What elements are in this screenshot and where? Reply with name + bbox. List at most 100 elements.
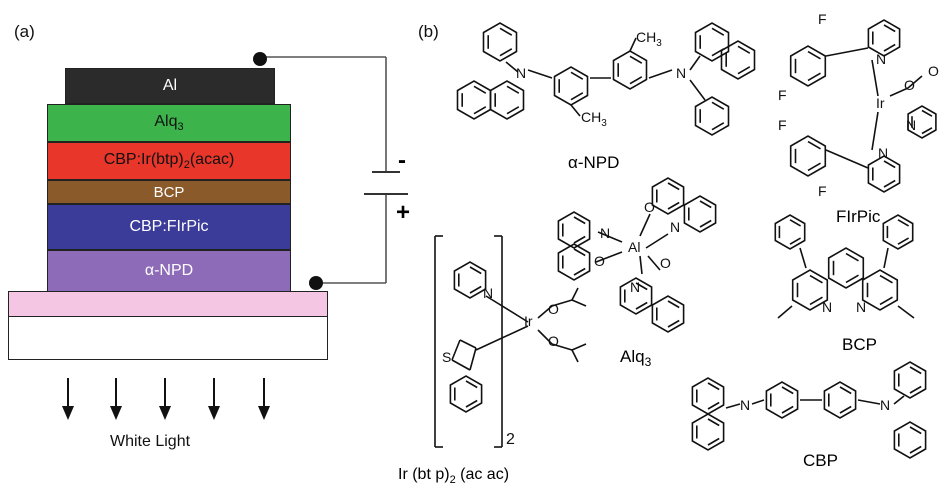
double-bond bbox=[629, 76, 643, 85]
firpic-n: N bbox=[906, 117, 916, 133]
bond bbox=[825, 149, 869, 169]
double-bond bbox=[707, 382, 720, 391]
battery-minus: - bbox=[398, 147, 406, 174]
bcp-n: N bbox=[856, 299, 866, 315]
bond bbox=[648, 69, 673, 79]
cbp-ring bbox=[765, 381, 799, 419]
double-bond bbox=[781, 405, 794, 414]
double-bond bbox=[465, 380, 478, 389]
bond bbox=[645, 233, 669, 249]
double-bond bbox=[789, 237, 801, 245]
double-bond bbox=[883, 179, 896, 188]
panel-a-label: (a) bbox=[14, 22, 35, 41]
layer-alq3: Alq3 bbox=[47, 104, 291, 142]
bond bbox=[639, 255, 643, 275]
label-cbp: CBP bbox=[803, 451, 838, 470]
firpic-f: F bbox=[818, 11, 827, 27]
cbp-n: N bbox=[740, 397, 750, 413]
bond bbox=[689, 55, 701, 71]
irbtp-ring bbox=[449, 375, 483, 413]
bond bbox=[571, 287, 579, 301]
terminal-bottom bbox=[309, 276, 323, 290]
irbtp-o: O bbox=[548, 301, 559, 317]
label-alq3: Alq3 bbox=[620, 347, 652, 369]
double-bond bbox=[781, 386, 794, 395]
double-bond bbox=[667, 201, 680, 210]
bond bbox=[629, 37, 637, 52]
npd-ring bbox=[482, 22, 518, 62]
double-bond bbox=[807, 140, 821, 150]
bond bbox=[527, 69, 553, 79]
double-bond bbox=[883, 160, 896, 169]
double-bond bbox=[711, 101, 725, 110]
bond bbox=[893, 395, 905, 405]
npd-ring bbox=[720, 40, 756, 80]
double-bond bbox=[570, 92, 584, 101]
bond bbox=[647, 255, 661, 271]
bond bbox=[751, 399, 765, 405]
label-bcp: BCP bbox=[842, 335, 877, 354]
double-bond bbox=[897, 219, 909, 227]
double-bond bbox=[879, 296, 893, 306]
cbp-n: N bbox=[880, 397, 890, 413]
alq3-n: N bbox=[600, 225, 610, 241]
double-bond bbox=[839, 405, 852, 414]
double-bond bbox=[707, 401, 720, 410]
double-bond bbox=[921, 127, 933, 135]
double-bond bbox=[921, 109, 933, 117]
double-bond bbox=[883, 43, 896, 52]
firpic-ring bbox=[867, 19, 901, 57]
alq3-o: O bbox=[644, 199, 655, 215]
double-bond bbox=[711, 122, 725, 131]
bond bbox=[857, 399, 881, 405]
bond bbox=[571, 299, 587, 307]
firpic-n: N bbox=[878, 145, 888, 161]
bcp-ring bbox=[774, 214, 806, 250]
double-bond bbox=[469, 266, 482, 275]
bcp-ring bbox=[791, 269, 829, 311]
cbp-ring bbox=[823, 381, 857, 419]
layer-alq3-label: Alq3 bbox=[154, 112, 184, 134]
bcp-ring bbox=[861, 269, 899, 311]
double-bond bbox=[909, 385, 922, 394]
double-bond bbox=[879, 274, 893, 284]
cbp-ring bbox=[893, 421, 927, 459]
layer-al-label: Al bbox=[162, 77, 178, 94]
alq3-o: O bbox=[660, 255, 671, 271]
firpic-ring bbox=[789, 45, 827, 87]
npd-ring bbox=[489, 80, 525, 120]
alq3-ring bbox=[651, 177, 685, 215]
npd-n-right: N bbox=[676, 65, 686, 81]
double-bond bbox=[737, 45, 751, 54]
panel-b-label: (b) bbox=[418, 22, 439, 41]
bond bbox=[871, 59, 879, 97]
bond bbox=[459, 339, 477, 349]
substrate-base bbox=[8, 316, 328, 360]
alq3-ring bbox=[651, 295, 685, 333]
bond bbox=[639, 213, 651, 237]
molecule-bonds bbox=[434, 19, 937, 459]
alq3-al: Al bbox=[628, 239, 640, 255]
irbtp-o: O bbox=[548, 333, 559, 349]
npd-methyl-bottom: CH3 bbox=[581, 109, 607, 129]
double-bond bbox=[573, 267, 586, 276]
double-bond bbox=[845, 274, 859, 284]
irbtp-n: N bbox=[483, 285, 493, 301]
double-bond bbox=[699, 219, 712, 228]
light-arrow-head bbox=[258, 406, 270, 420]
terminal-top bbox=[253, 52, 267, 66]
double-bond bbox=[809, 274, 823, 284]
layer-cbp-firpic-label: CBP:FIrPic bbox=[129, 218, 209, 235]
bcp-n: N bbox=[822, 299, 832, 315]
double-bond bbox=[499, 27, 513, 36]
bond bbox=[889, 87, 909, 97]
alq3-n: N bbox=[630, 279, 640, 295]
bond bbox=[777, 305, 793, 319]
bond bbox=[469, 347, 477, 371]
npd-methyl-top: CH3 bbox=[636, 29, 662, 49]
bond bbox=[725, 403, 741, 409]
bond bbox=[570, 104, 581, 117]
